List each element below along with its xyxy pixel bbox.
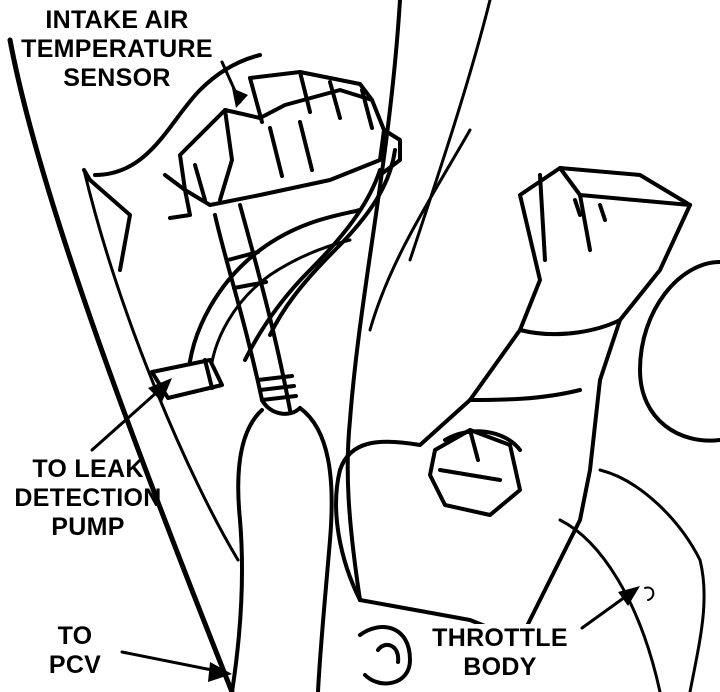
throttle-arrowhead bbox=[618, 586, 640, 606]
right-duct-lower bbox=[598, 468, 706, 692]
right-lower-line bbox=[558, 518, 662, 692]
duct-curve-1 bbox=[345, 0, 402, 602]
label-to-leak-detection-pump: TO LEAK DETECTION PUMP bbox=[14, 455, 162, 541]
right-duct bbox=[638, 260, 720, 443]
iat-sensor bbox=[163, 70, 402, 220]
label-to-pcv: TO PCV bbox=[48, 622, 102, 679]
duct-curve-3 bbox=[368, 128, 472, 332]
pcv-arrowhead bbox=[208, 662, 232, 682]
airbox-outer-edge bbox=[7, 37, 235, 692]
vacuum-hose bbox=[186, 208, 362, 382]
leak-arrowhead bbox=[148, 378, 172, 402]
iat-arrowhead bbox=[232, 88, 248, 108]
wiring-harness bbox=[213, 148, 397, 416]
housing-bottom bbox=[82, 168, 132, 272]
throttle-hook bbox=[644, 586, 655, 601]
label-throttle-body: THROTTLE BODY bbox=[420, 624, 580, 682]
throttle-body bbox=[334, 166, 692, 686]
duct-curve-2 bbox=[408, 0, 492, 262]
label-intake-air-temperature-sensor: INTAKE AIR TEMPERATURE SENSOR bbox=[21, 6, 213, 92]
leader-arrows bbox=[90, 60, 640, 682]
vacuum-hose-inner bbox=[208, 238, 352, 380]
housing-curve bbox=[93, 53, 262, 177]
pcv-hose bbox=[230, 406, 334, 692]
